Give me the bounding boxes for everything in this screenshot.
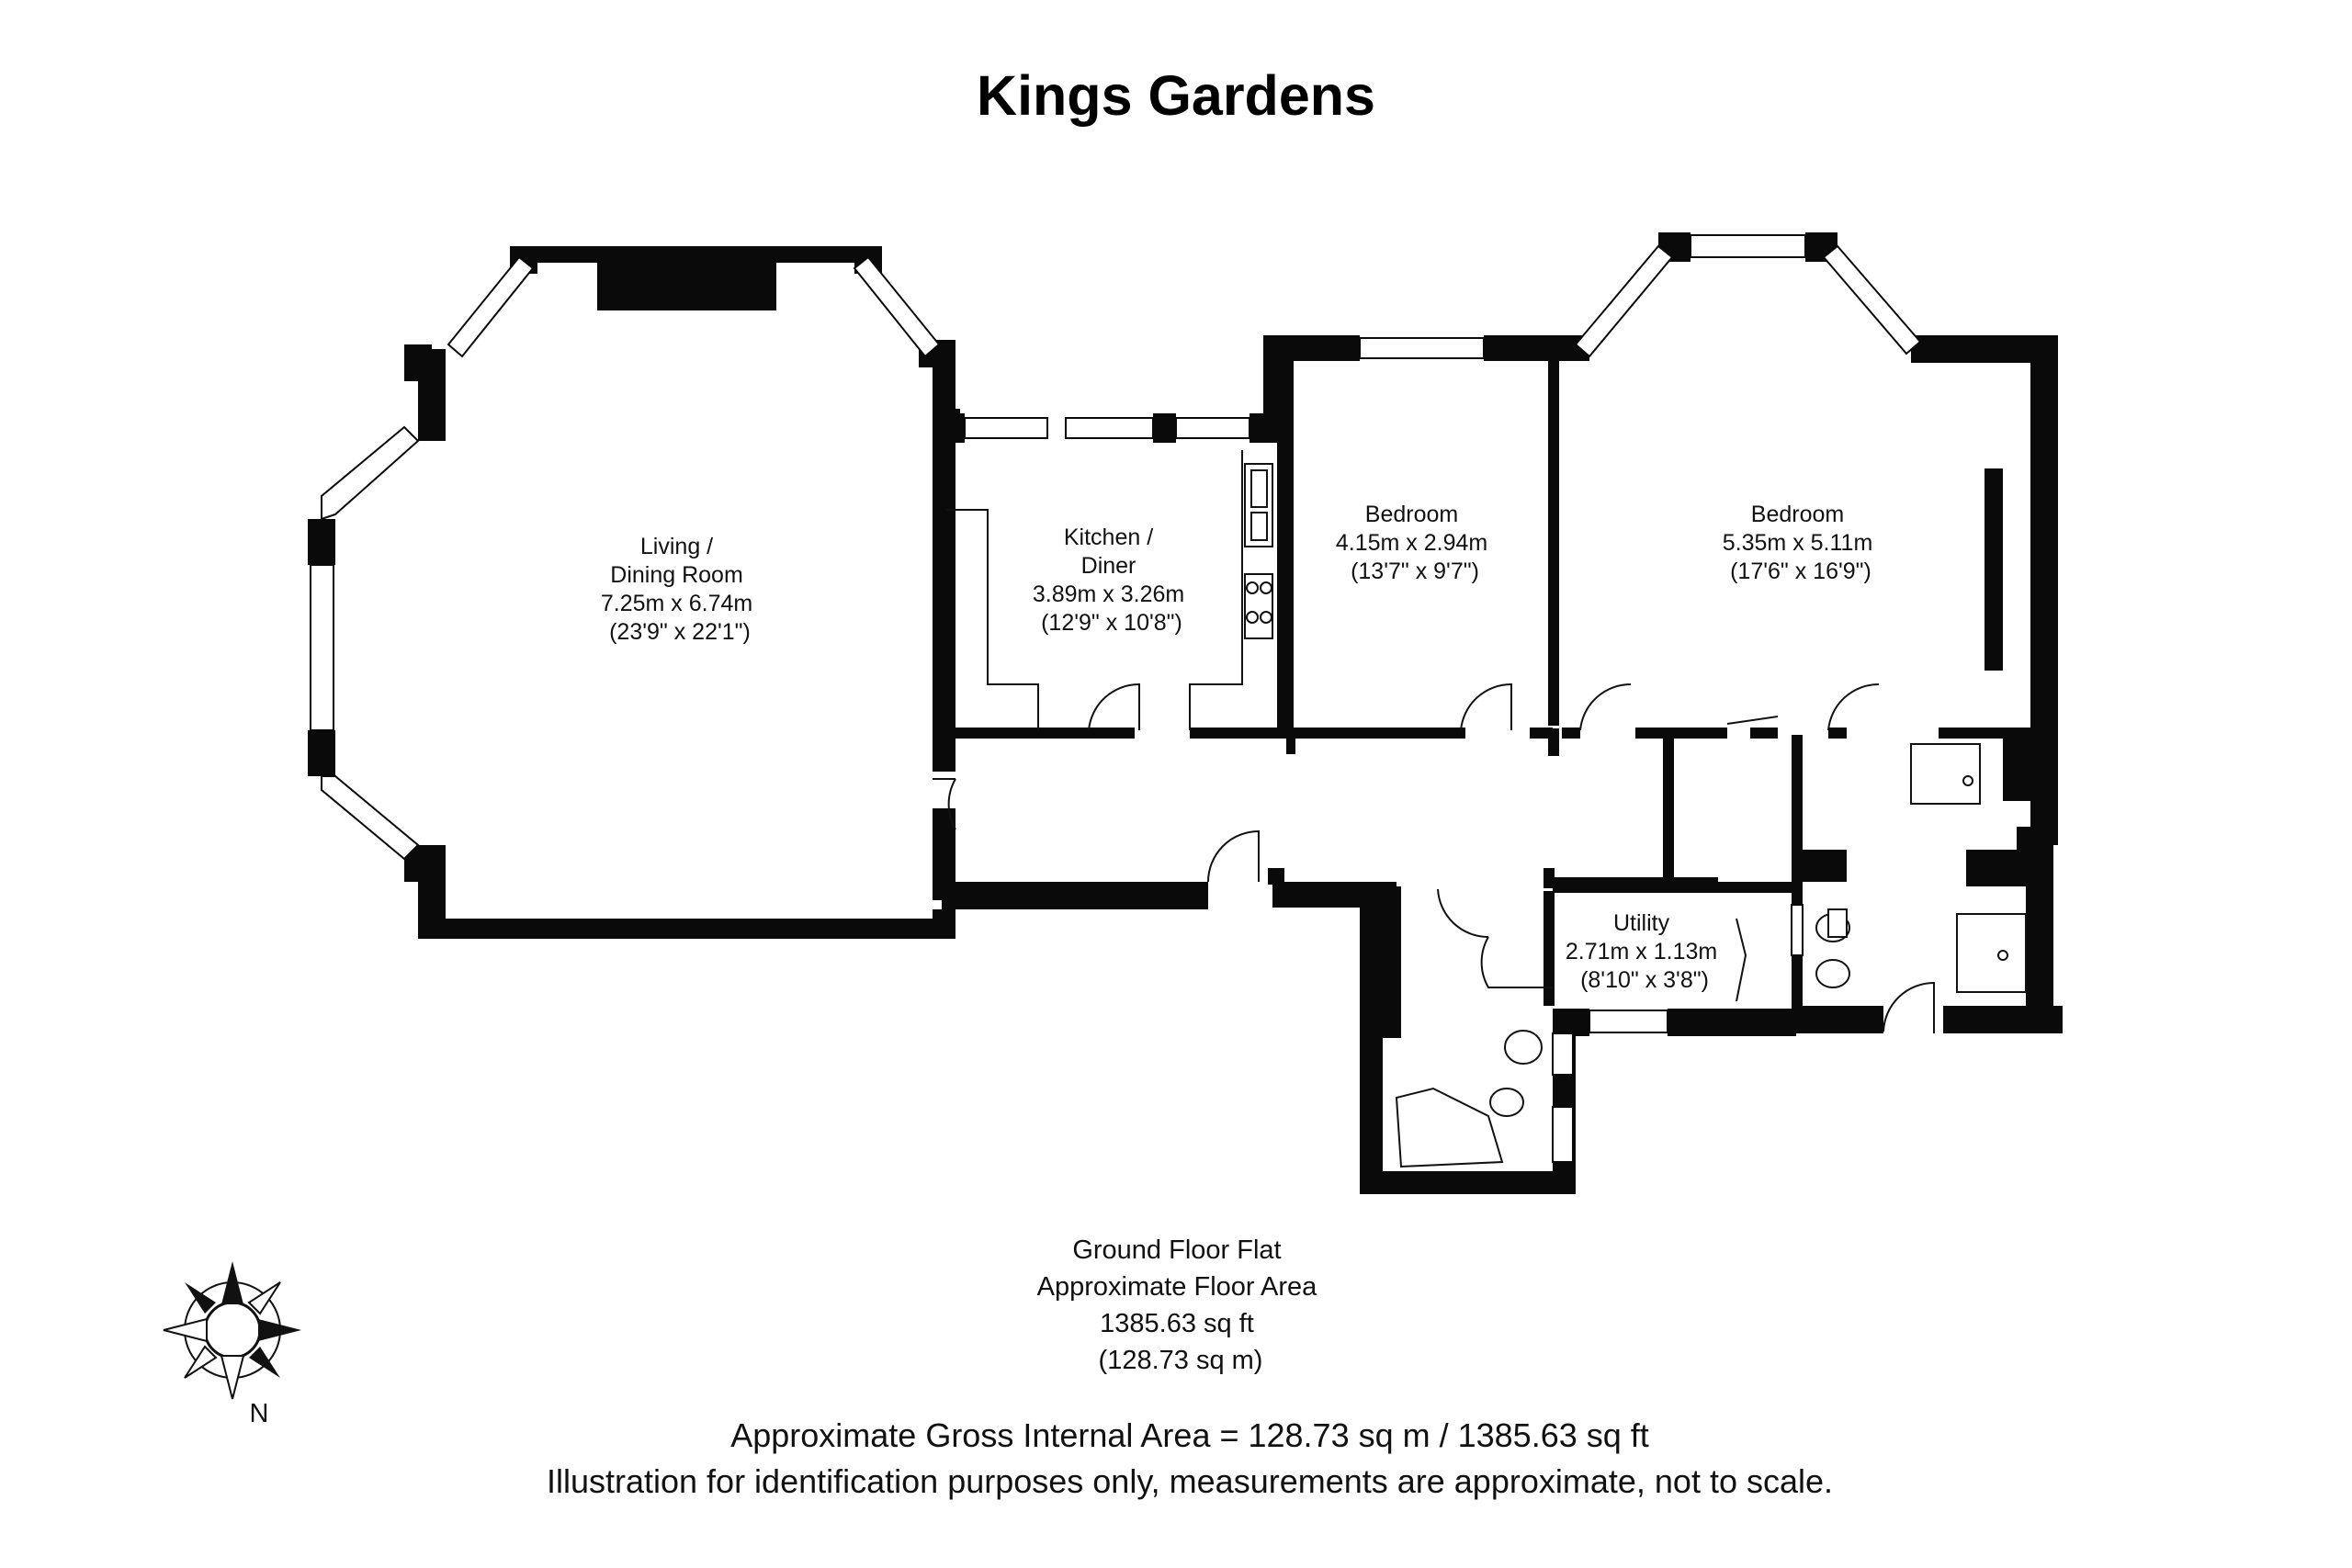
windows	[310, 234, 1922, 1163]
room-label-kitchen: Kitchen / Diner 3.89m x 3.26m (12'9" x 1…	[1033, 525, 1191, 636]
disclaimer-note: Illustration for identification purposes…	[547, 1462, 1833, 1500]
toilet-icon	[1489, 1088, 1524, 1117]
doors	[933, 682, 1935, 1033]
compass-rose-icon	[163, 1261, 301, 1400]
room-label-bedroom-2: Bedroom 5.35m x 5.11m (17'6" x 16'9")	[1723, 502, 1879, 584]
fixtures	[946, 450, 2027, 1168]
walls	[308, 232, 2063, 1194]
room-label-bedroom-1: Bedroom 4.15m x 2.94m (13'7" x 9'7")	[1336, 502, 1494, 584]
room-label-utility: Utility 2.71m x 1.13m (8'10" x 3'8")	[1566, 910, 1724, 993]
plan-title: Kings Gardens	[977, 64, 1375, 127]
gross-area-note: Approximate Gross Internal Area = 128.73…	[730, 1416, 1649, 1454]
compass-north-label: N	[250, 1399, 269, 1428]
bath-icon	[1395, 1087, 1504, 1168]
basin-icon	[1504, 1030, 1543, 1065]
toilet-icon	[1815, 959, 1850, 988]
shower-tray-icon	[1910, 743, 1981, 805]
room-label-living: Living / Dining Room 7.25m x 6.74m (23'9…	[601, 534, 759, 645]
shower-tray-icon	[1956, 913, 2027, 993]
floor-info: Ground Floor Flat Approximate Floor Area…	[1037, 1235, 1325, 1375]
